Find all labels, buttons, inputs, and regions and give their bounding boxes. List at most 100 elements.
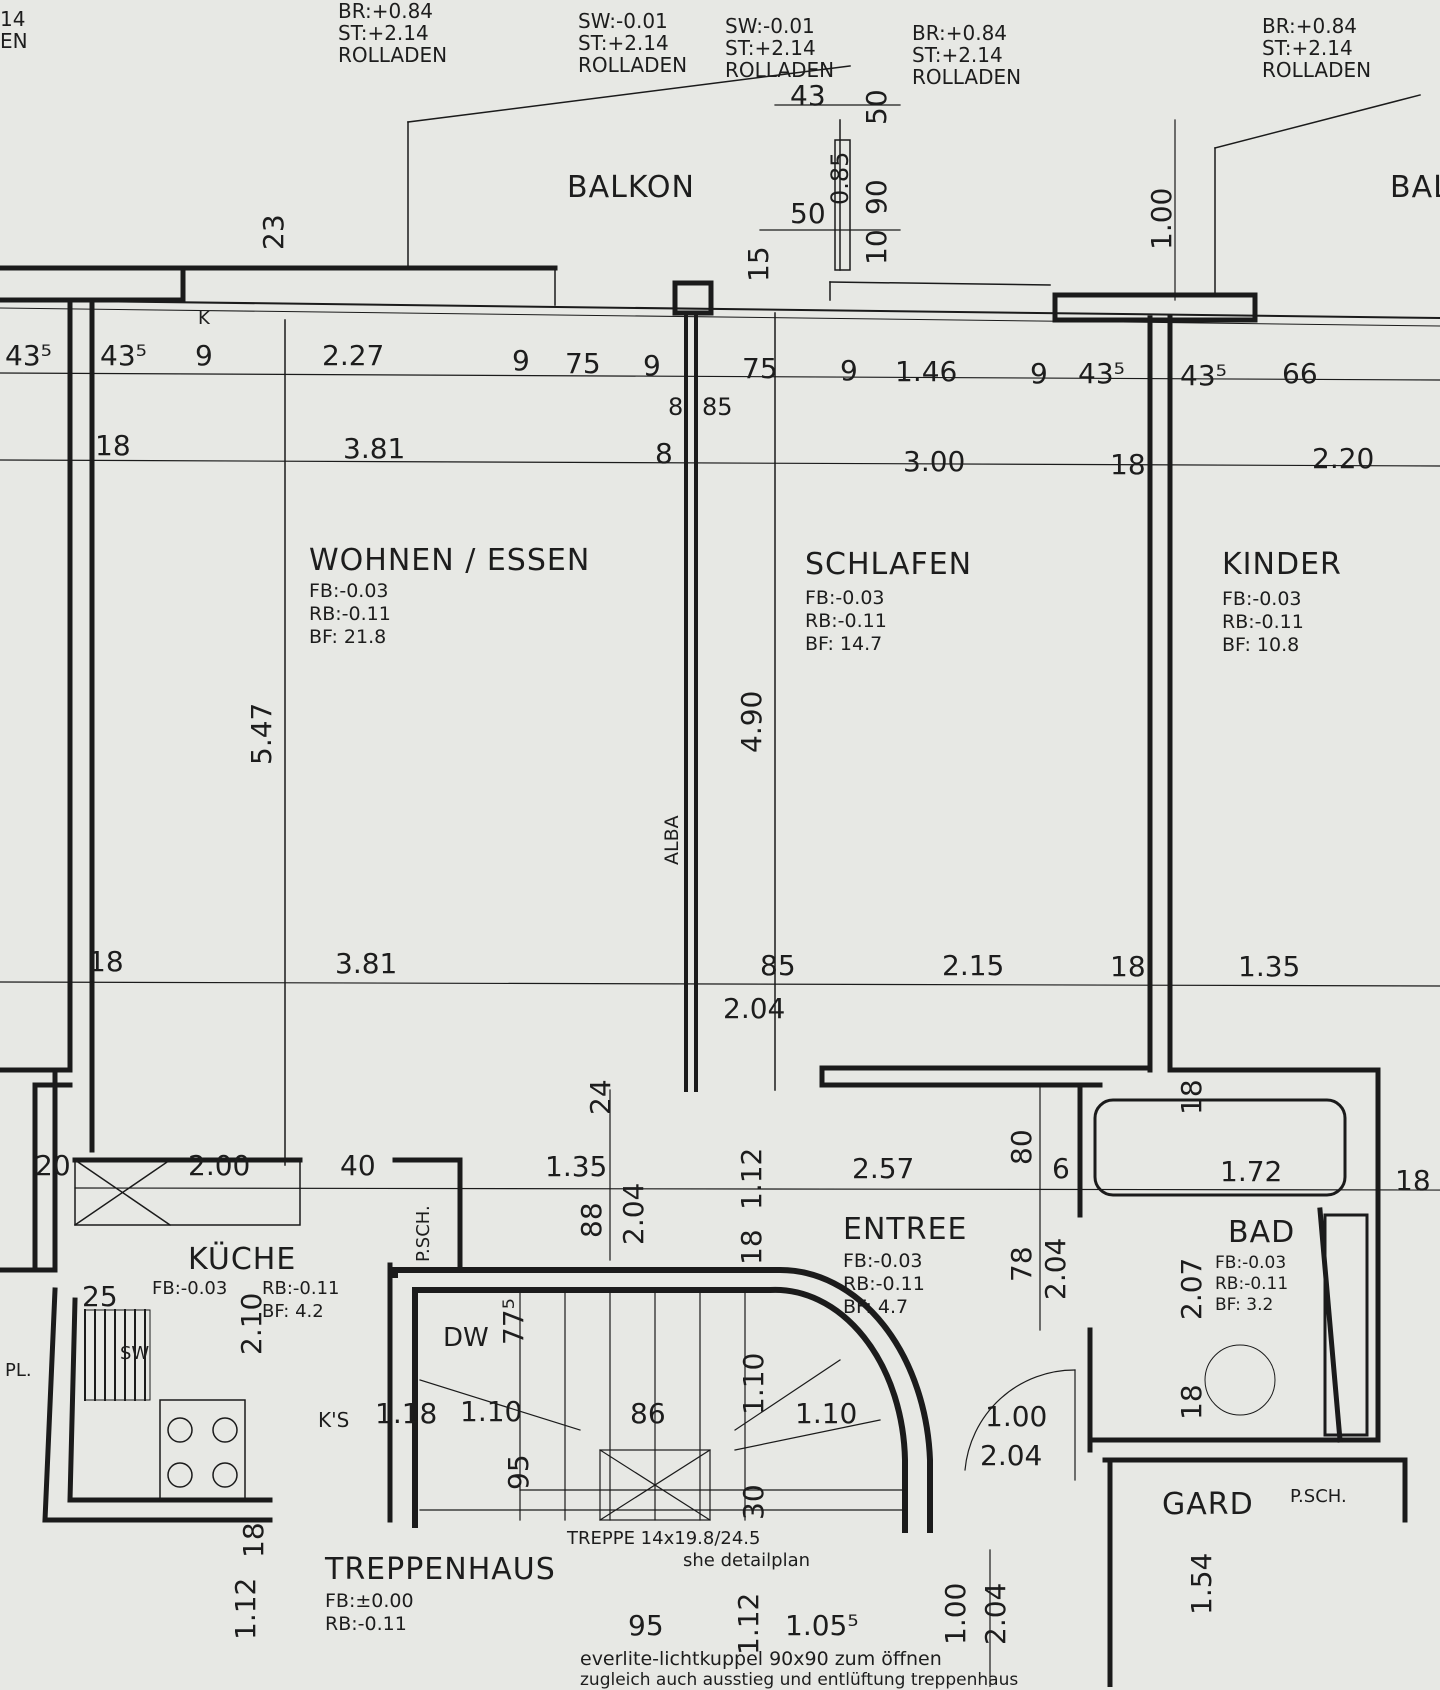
label-ks: K'S (318, 1408, 350, 1432)
dim-257: 2.57 (852, 1152, 915, 1185)
label-dw: DW (443, 1323, 489, 1353)
dim-100-c: 1.00 (939, 1582, 972, 1645)
dim-112-c: 1.12 (229, 1577, 262, 1640)
dim-381-a: 3.81 (343, 432, 406, 465)
dim-210: 2.10 (235, 1292, 268, 1355)
dim-75-a: 75 (565, 347, 601, 380)
dim-135: 1.35 (1238, 950, 1301, 983)
dim-135-b: 1.35 (545, 1150, 608, 1183)
dim-90: 90 (860, 179, 893, 215)
window-note-4: BR:+0.84 ST:+2.14 ROLLADEN (912, 21, 1022, 89)
dim-9-c: 9 (643, 349, 661, 382)
room-name-balkon-right: BAL (1390, 170, 1440, 205)
window-note-5: BR:+0.84 ST:+2.14 ROLLADEN (1262, 14, 1372, 82)
dim-204-b: 2.04 (617, 1182, 650, 1245)
dim-220: 2.20 (1312, 442, 1375, 475)
exterior-wall-top (0, 265, 1258, 323)
label-treppe: TREPPE 14x19.8/24.5 (567, 1528, 761, 1549)
dim-95-b: 95 (628, 1609, 664, 1642)
dim-8-b: 8 (655, 437, 673, 470)
left-walls (0, 297, 273, 1523)
room-info-wohnen: FB:-0.03 RB:-0.11 BF: 21.8 (309, 580, 391, 648)
partition-alba (684, 311, 698, 1092)
dim-88: 88 (575, 1202, 608, 1238)
dim-75-b: 75 (742, 352, 778, 385)
dim-172: 1.72 (1220, 1155, 1283, 1188)
dim-146: 1.46 (895, 355, 958, 388)
dim-381-b: 3.81 (335, 947, 398, 980)
dim-20: 20 (35, 1149, 71, 1182)
dim-30: 30 (737, 1484, 770, 1520)
dim-15: 15 (742, 246, 775, 282)
room-name-schlafen: SCHLAFEN (805, 547, 973, 582)
room-name-gard: GARD (1162, 1487, 1254, 1522)
dim-18-d: 18 (1110, 950, 1146, 983)
dim-24: 24 (584, 1079, 617, 1115)
dim-6: 6 (1052, 1152, 1070, 1185)
dim-204-a: 2.04 (723, 992, 786, 1025)
dim-18-e: 18 (1395, 1164, 1431, 1197)
dim-204-c: 2.04 (1039, 1237, 1072, 1300)
dim-100: 1.00 (1145, 187, 1178, 250)
dim-215: 2.15 (942, 949, 1005, 982)
room-info-kuche-fb: FB:-0.03 (152, 1278, 228, 1299)
dim-9-a: 9 (195, 339, 213, 372)
balcony-outline (407, 65, 1421, 306)
dim-207: 2.07 (1175, 1257, 1208, 1320)
room-info-schlafen: FB:-0.03 RB:-0.11 BF: 14.7 (805, 587, 887, 655)
label-psch-2: P.SCH. (1290, 1486, 1347, 1507)
label-detailplan: she detailplan (683, 1550, 811, 1571)
dim-100-b: 1.00 (985, 1400, 1048, 1433)
window-note-1: BR:+0.84 ST:+2.14 ROLLADEN (338, 0, 448, 67)
dim-435-d: 43⁵ (1180, 359, 1227, 392)
dim-18-b: 18 (1110, 448, 1146, 481)
room-info-entree: FB:-0.03 RB:-0.11 BF: 4.7 (843, 1250, 925, 1318)
dim-85: 85 (702, 393, 733, 421)
kitchen-counter (73, 1158, 301, 1501)
dim-085: 0.85 (826, 151, 854, 205)
label-alba: ALBA (661, 815, 683, 865)
dim-25: 25 (82, 1280, 118, 1313)
dim-50-a: 50 (860, 89, 893, 125)
dim-18-a: 18 (95, 429, 131, 462)
window-note-0: 14 EN (0, 7, 28, 53)
dim-490: 4.90 (735, 690, 768, 753)
dim-110-a: 1.10 (460, 1395, 523, 1428)
room-name-kinder: KINDER (1222, 547, 1342, 582)
room-name-bad: BAD (1228, 1215, 1296, 1250)
dim-300: 3.00 (903, 445, 966, 478)
room-info-kuche-bf: BF: 4.2 (262, 1301, 324, 1322)
dim-227: 2.27 (322, 339, 385, 372)
dim-435-c: 43⁵ (1078, 357, 1125, 390)
dim-8-a: 8 (668, 393, 684, 421)
dim-204-d: 2.04 (980, 1439, 1043, 1472)
label-everlite: everlite-lichtkuppel 90x90 zum öffnen (580, 1648, 942, 1670)
dim-50-b: 50 (790, 197, 826, 230)
dim-80: 80 (1005, 1129, 1038, 1165)
dim-85-b: 85 (760, 949, 796, 982)
label-k: K (198, 308, 210, 329)
dim-118: 1.18 (375, 1397, 438, 1430)
room-info-treppenhaus: FB:±0.00 RB:-0.11 (325, 1590, 414, 1635)
window-note-2: SW:-0.01 ST:+2.14 ROLLADEN (578, 9, 688, 77)
dim-154: 1.54 (1185, 1552, 1218, 1615)
dim-18-g: 18 (1175, 1079, 1208, 1115)
dim-66: 66 (1282, 357, 1318, 390)
dim-775: 77⁵ (497, 1298, 530, 1345)
label-pl: PL. (5, 1360, 32, 1381)
dim-435-b: 43⁵ (100, 339, 147, 372)
label-zugleich: zugleich auch ausstieg und entlüftung tr… (580, 1670, 1019, 1690)
door-swings (964, 1369, 1076, 1481)
dim-435-a: 43⁵ (5, 339, 52, 372)
dim-18-h: 18 (735, 1229, 768, 1265)
dim-95-a: 95 (502, 1454, 535, 1490)
wall-kinder (819, 315, 1381, 1088)
label-psch-1: P.SCH. (413, 1205, 434, 1262)
dim-200: 2.00 (188, 1149, 251, 1182)
dim-112: 1.12 (735, 1147, 768, 1210)
dim-18-f: 18 (1175, 1384, 1208, 1420)
dim-547: 5.47 (245, 702, 278, 765)
dim-86: 86 (630, 1397, 666, 1430)
gard-walls (1102, 1457, 1408, 1687)
label-sw: SW (120, 1343, 150, 1364)
